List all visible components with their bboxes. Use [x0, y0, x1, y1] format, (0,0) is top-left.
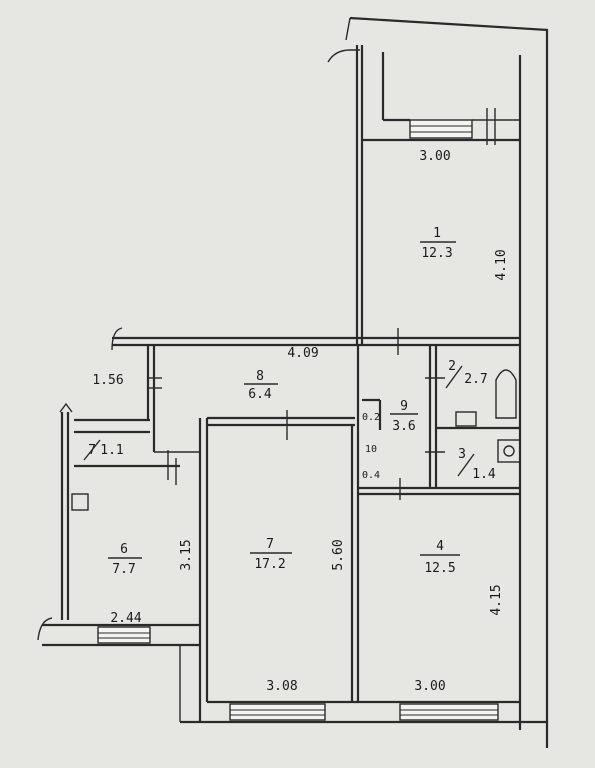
room6-number: 6 [120, 542, 128, 557]
room9-number: 9 [400, 399, 408, 414]
room2-number: 2 [448, 359, 456, 374]
balcony-top-line [349, 16, 549, 32]
room2-area: 2.7 [464, 372, 487, 387]
room8-number: 8 [256, 369, 264, 384]
room6-top-arrow [59, 402, 73, 413]
bathtub [495, 369, 517, 419]
room1-width-label: 3.00 [419, 149, 450, 164]
room4-width-label: 3.00 [414, 679, 445, 694]
room7-width-label: 3.08 [266, 679, 297, 694]
wc-area: 1.1 [100, 443, 123, 458]
room1-number: 1 [433, 226, 441, 241]
room4-number: 4 [436, 539, 444, 554]
corridor-width-label: 4.09 [287, 346, 318, 361]
room6-area: 7.7 [112, 562, 135, 577]
upper-left-hook [327, 49, 360, 63]
room2-slash [445, 365, 463, 389]
room7-length-label: 5.60 [331, 539, 346, 570]
room6-fixture [71, 493, 89, 511]
room7-area: 17.2 [254, 557, 285, 572]
bath-sink [455, 411, 477, 427]
room9-area: 3.6 [392, 419, 415, 434]
wc-slash [83, 439, 101, 461]
room4-length-label: 4.15 [489, 584, 504, 615]
room7-window [229, 703, 326, 721]
room6-length-label: 3.15 [179, 539, 194, 570]
stair-width-label: 1.56 [92, 373, 123, 388]
toilet-box [497, 439, 521, 463]
room3-number: 3 [458, 447, 466, 462]
room7-number: 7 [266, 537, 274, 552]
room4-area: 12.5 [424, 561, 455, 576]
room1-area: 12.3 [421, 246, 452, 261]
room6-window [97, 626, 151, 644]
room3-area: 1.4 [472, 467, 496, 482]
room3-slash [457, 453, 475, 477]
room1-length-label: 4.10 [494, 249, 509, 280]
balcony-left-tick [345, 17, 351, 41]
room10-area: 0.2 [362, 412, 380, 423]
room8-area: 6.4 [248, 387, 272, 402]
room10-number: 10 [365, 444, 377, 455]
room1-window [409, 119, 473, 139]
corridor-left-hook [111, 327, 123, 351]
toilet-bowl [503, 445, 515, 457]
small-04-label: 0.4 [362, 470, 380, 481]
room4-window [399, 703, 499, 721]
room6-width-label: 2.44 [110, 611, 141, 626]
